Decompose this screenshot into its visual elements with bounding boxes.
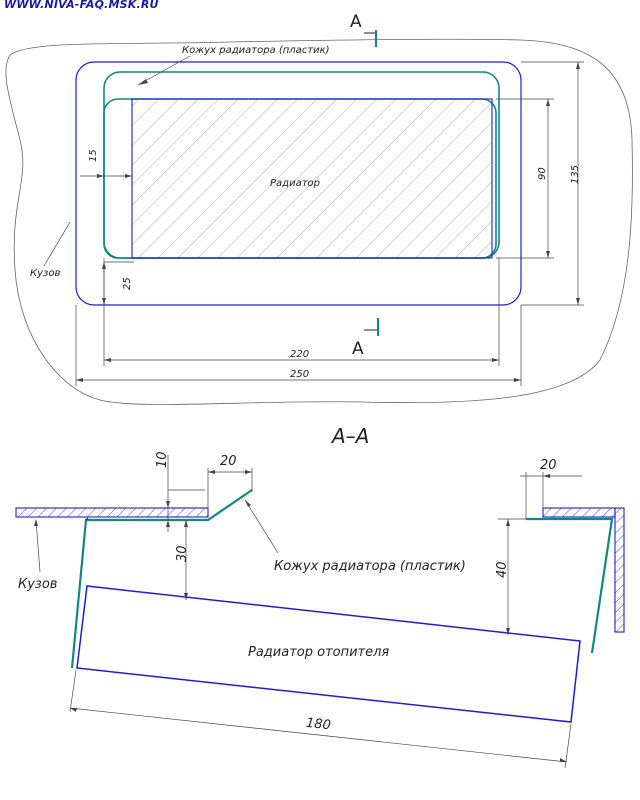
dim-20-right: 20 xyxy=(540,458,557,473)
body-label-section: Кузов xyxy=(18,577,57,592)
dim-180: 180 xyxy=(305,716,331,734)
body-panel-right-vertical xyxy=(614,507,625,633)
body-panel-right xyxy=(542,507,616,518)
radiator-label-section: Радиатор отопителя xyxy=(248,645,389,660)
shroud-left-section xyxy=(70,489,253,669)
body-panel-outline xyxy=(5,38,633,405)
section-letter-bottom: A xyxy=(352,339,364,359)
radiator-label-plan: Радиатор xyxy=(270,178,320,189)
site-watermark: WWW.NIVA-FAQ.MSK.RU xyxy=(4,0,159,11)
dim-15: 15 xyxy=(88,149,99,162)
dim-250: 250 xyxy=(290,369,309,380)
dim-25: 25 xyxy=(122,277,133,290)
section-mark-bottom: A xyxy=(352,318,379,359)
body-opening-rect xyxy=(75,61,522,306)
shroud-label-section: Кожух радиатора (пластик) xyxy=(274,559,466,574)
radiator-hatched-area xyxy=(131,98,493,259)
shroud-label-plan: Кожух радиатора (пластик) xyxy=(182,45,330,56)
dim-220: 220 xyxy=(290,349,309,360)
dim-10: 10 xyxy=(155,451,170,468)
body-label-plan: Кузов xyxy=(30,268,60,279)
dim-40: 40 xyxy=(495,561,510,578)
section-letter-top: A xyxy=(350,12,362,32)
dim-30: 30 xyxy=(175,545,190,562)
dim-90: 90 xyxy=(537,167,548,180)
dim-20-left: 20 xyxy=(220,454,237,469)
dim-135: 135 xyxy=(570,165,581,184)
body-panel-left xyxy=(15,507,209,518)
shroud-right-section xyxy=(526,517,614,654)
heater-radiator-section xyxy=(76,585,581,723)
section-title: А–А xyxy=(330,424,369,448)
section-mark-top: A xyxy=(350,12,377,47)
